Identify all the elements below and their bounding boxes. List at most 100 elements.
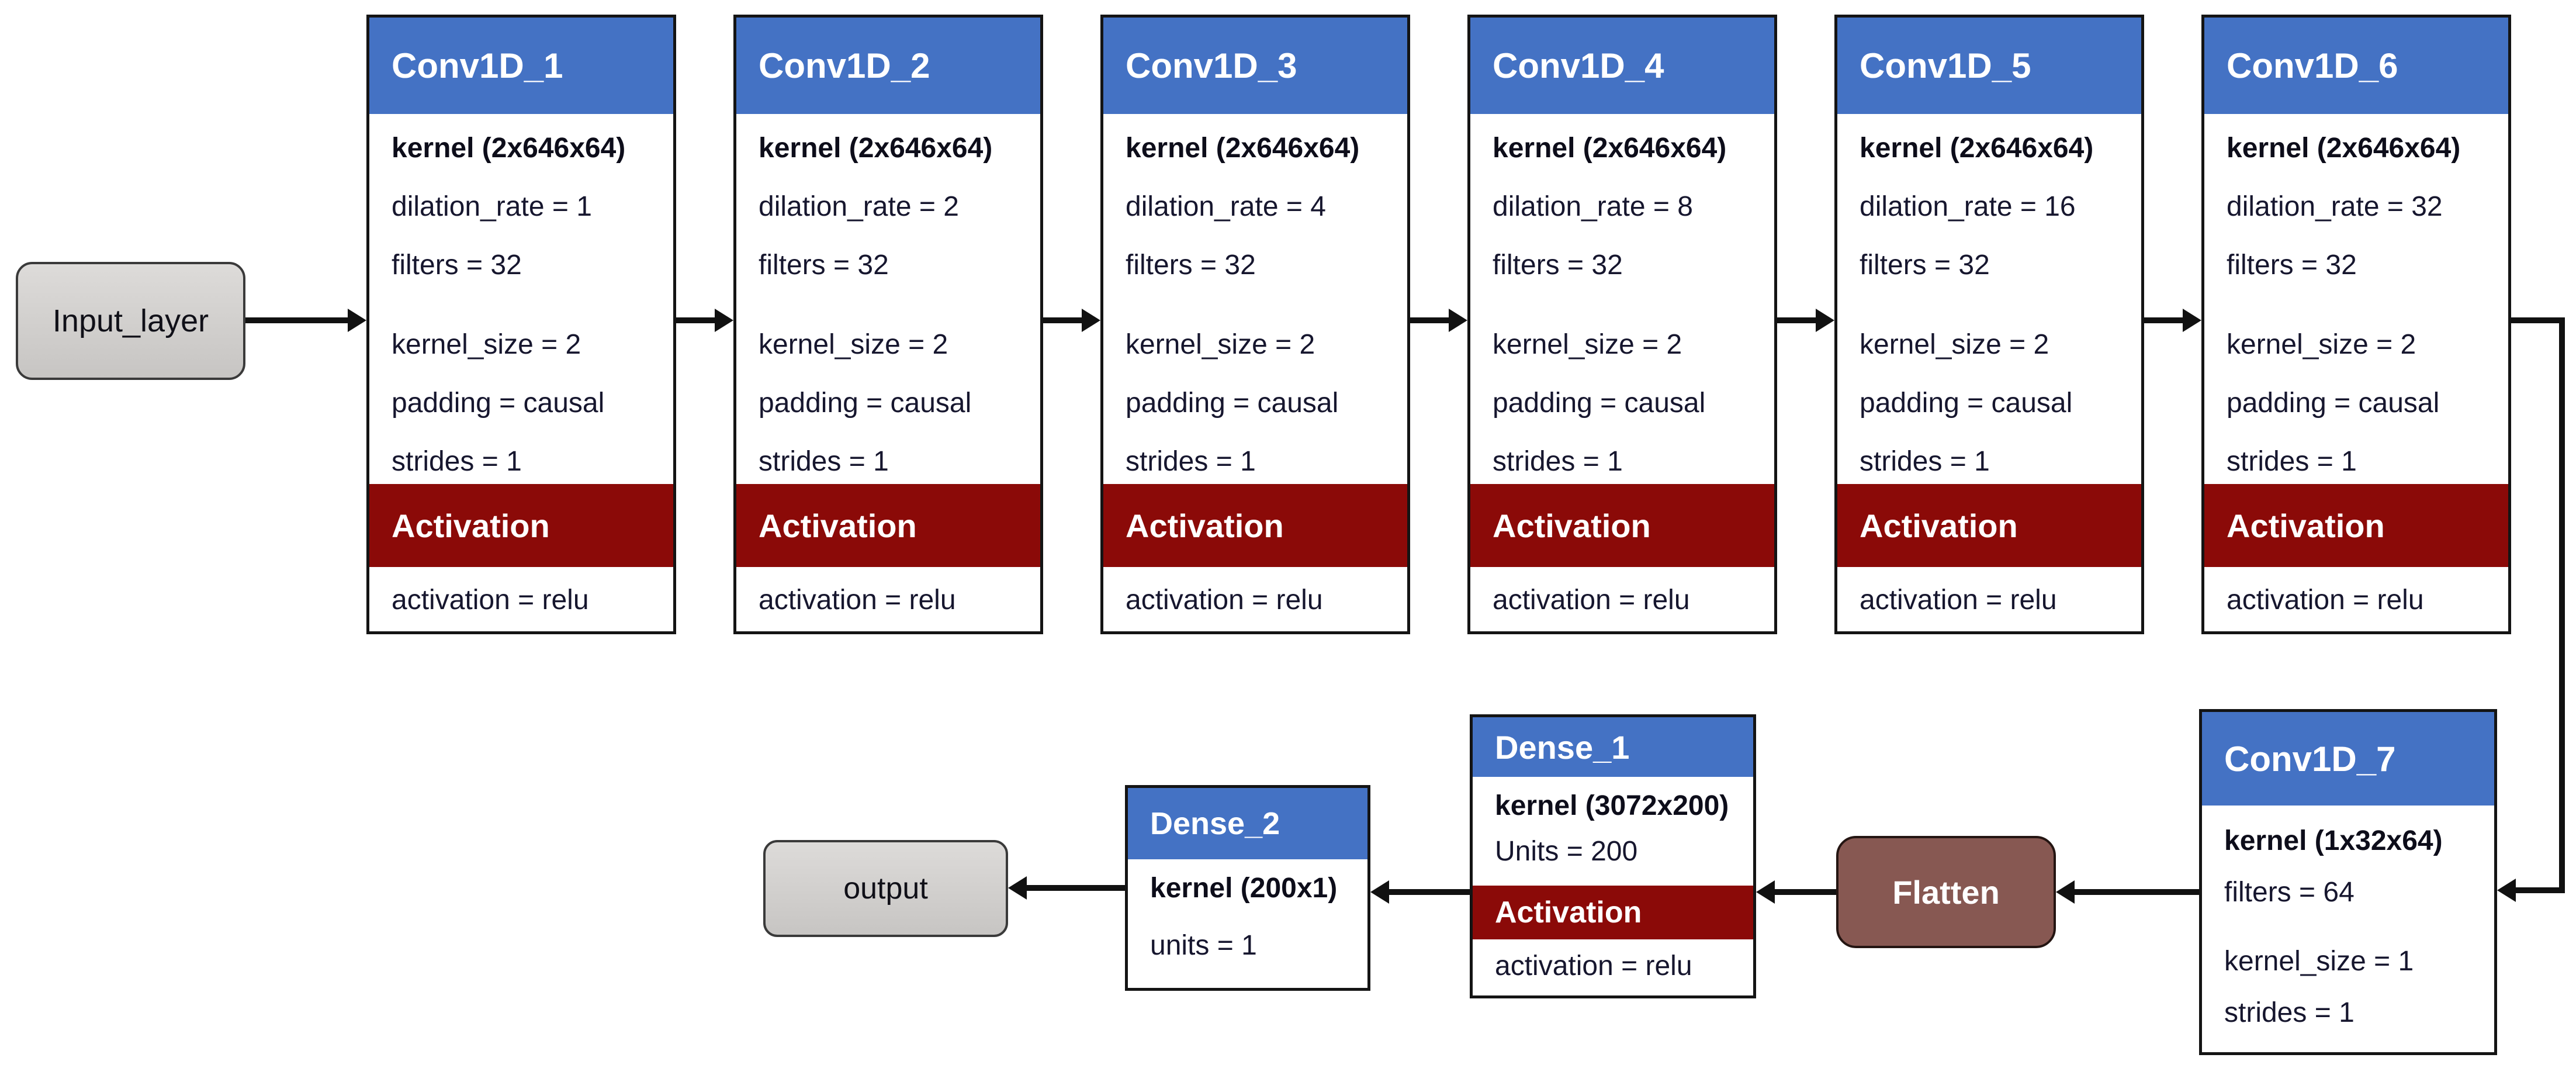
arrow-conv1-to-conv2	[676, 317, 715, 323]
conv1d-1-params: kernel (2x646x64) dilation_rate = 1 filt…	[369, 119, 673, 490]
conv1d-7-box: Conv1D_7 kernel (1x32x64) filters = 64 k…	[2199, 709, 2497, 1055]
arrow-conv3-to-conv4	[1410, 317, 1449, 323]
arrow-into-conv7	[2516, 887, 2565, 893]
activation-header: Activation	[1473, 886, 1753, 939]
dilation-rate: dilation_rate = 8	[1493, 191, 1693, 222]
arrow-conv7-to-flatten	[2075, 889, 2199, 895]
strides: strides = 1	[1126, 445, 1256, 477]
strides: strides = 1	[1860, 445, 1990, 477]
kernel-size: kernel_size = 1	[2224, 945, 2414, 977]
strides: strides = 1	[2227, 445, 2357, 477]
conv1d-3-box: Conv1D_3 kernel (2x646x64) dilation_rate…	[1100, 15, 1410, 634]
dense-2-params: kernel (200x1) units = 1	[1128, 864, 1367, 969]
activation-header: Activation	[1103, 484, 1407, 567]
input-layer-label: Input_layer	[52, 303, 209, 338]
kernel-size: kernel_size = 2	[759, 329, 948, 360]
strides: strides = 1	[392, 445, 522, 477]
activation-value: activation = relu	[392, 584, 589, 616]
dilation-rate: dilation_rate = 4	[1126, 191, 1326, 222]
kernel-size: kernel_size = 2	[1860, 329, 2049, 360]
dense-1-box: Dense_1 kernel (3072x200) Units = 200 Ac…	[1470, 714, 1756, 998]
arrow-input-to-conv1	[245, 317, 348, 323]
conv1d-2-params: kernel (2x646x64) dilation_rate = 2 filt…	[736, 119, 1040, 490]
conv1d-1-box: Conv1D_1 kernel (2x646x64) dilation_rate…	[366, 15, 676, 634]
dense-2-box: Dense_2 kernel (200x1) units = 1	[1125, 785, 1370, 991]
dilation-rate: dilation_rate = 2	[759, 191, 959, 222]
conv1d-1-title: Conv1D_1	[369, 18, 673, 114]
padding: padding = causal	[759, 387, 972, 419]
filters: filters = 32	[1493, 249, 1623, 281]
conv1d-2-title: Conv1D_2	[736, 18, 1040, 114]
dense-2-title: Dense_2	[1128, 788, 1367, 859]
conv1d-7-title: Conv1D_7	[2202, 712, 2494, 806]
dilation-rate: dilation_rate = 32	[2227, 191, 2443, 222]
conv1d-3-title: Conv1D_3	[1103, 18, 1407, 114]
filters: filters = 64	[2224, 876, 2355, 908]
activation-header: Activation	[736, 484, 1040, 567]
connector-conv6-exit	[2511, 317, 2565, 323]
conv1d-5-title: Conv1D_5	[1837, 18, 2141, 114]
arrow-conv5-to-conv6	[2144, 317, 2183, 323]
filters: filters = 32	[1126, 249, 1256, 281]
activation-value: activation = relu	[1126, 584, 1323, 616]
conv1d-7-params: kernel (1x32x64) filters = 64 kernel_siz…	[2202, 815, 2494, 1038]
dilation-rate: dilation_rate = 1	[392, 191, 592, 222]
output-node: output	[763, 840, 1008, 937]
strides: strides = 1	[2224, 997, 2355, 1028]
activation-value: activation = relu	[1493, 584, 1690, 616]
padding: padding = causal	[1493, 387, 1706, 419]
conv1d-4-box: Conv1D_4 kernel (2x646x64) dilation_rate…	[1467, 15, 1777, 634]
kernel-shape: kernel (2x646x64)	[2227, 132, 2461, 164]
conv1d-6-title: Conv1D_6	[2204, 18, 2508, 114]
filters: filters = 32	[392, 249, 522, 281]
filters: filters = 32	[1860, 249, 1990, 281]
kernel-shape: kernel (200x1)	[1150, 872, 1338, 904]
strides: strides = 1	[1493, 445, 1623, 477]
activation-header: Activation	[1470, 484, 1774, 567]
activation-value: activation = relu	[1495, 950, 1692, 981]
strides: strides = 1	[759, 445, 889, 477]
dilation-rate: dilation_rate = 16	[1860, 191, 2076, 222]
units: Units = 200	[1495, 835, 1638, 867]
conv1d-3-params: kernel (2x646x64) dilation_rate = 4 filt…	[1103, 119, 1407, 490]
filters: filters = 32	[2227, 249, 2357, 281]
kernel-shape: kernel (2x646x64)	[1860, 132, 2094, 164]
arrow-conv2-to-conv3	[1043, 317, 1082, 323]
arrow-flatten-to-dense1	[1775, 889, 1836, 895]
units: units = 1	[1150, 929, 1257, 961]
flatten-label: Flatten	[1892, 873, 2000, 911]
conv1d-5-params: kernel (2x646x64) dilation_rate = 16 fil…	[1837, 119, 2141, 490]
activation-value: activation = relu	[1860, 584, 2057, 616]
filters: filters = 32	[759, 249, 889, 281]
kernel-size: kernel_size = 2	[1493, 329, 1682, 360]
padding: padding = causal	[1126, 387, 1339, 419]
kernel-size: kernel_size = 2	[392, 329, 581, 360]
dense-1-params: kernel (3072x200) Units = 200	[1473, 783, 1753, 874]
output-label: output	[843, 872, 928, 905]
flatten-node: Flatten	[1836, 836, 2056, 948]
padding: padding = causal	[2227, 387, 2440, 419]
activation-value: activation = relu	[759, 584, 956, 616]
connector-down-right	[2559, 317, 2565, 893]
conv1d-6-box: Conv1D_6 kernel (2x646x64) dilation_rate…	[2201, 15, 2511, 634]
input-layer-node: Input_layer	[16, 262, 245, 380]
kernel-shape: kernel (2x646x64)	[392, 132, 626, 164]
padding: padding = causal	[392, 387, 605, 419]
kernel-size: kernel_size = 2	[1126, 329, 1315, 360]
kernel-size: kernel_size = 2	[2227, 329, 2416, 360]
kernel-shape: kernel (2x646x64)	[1126, 132, 1360, 164]
kernel-shape: kernel (3072x200)	[1495, 790, 1729, 821]
activation-header: Activation	[2204, 484, 2508, 567]
activation-header: Activation	[369, 484, 673, 567]
conv1d-4-title: Conv1D_4	[1470, 18, 1774, 114]
conv1d-4-params: kernel (2x646x64) dilation_rate = 8 filt…	[1470, 119, 1774, 490]
conv1d-2-box: Conv1D_2 kernel (2x646x64) dilation_rate…	[733, 15, 1043, 634]
activation-value: activation = relu	[2227, 584, 2424, 616]
padding: padding = causal	[1860, 387, 2073, 419]
kernel-shape: kernel (2x646x64)	[1493, 132, 1727, 164]
arrow-conv4-to-conv5	[1777, 317, 1816, 323]
arrow-dense1-to-dense2	[1389, 889, 1470, 895]
kernel-shape: kernel (1x32x64)	[2224, 825, 2443, 856]
conv1d-6-params: kernel (2x646x64) dilation_rate = 32 fil…	[2204, 119, 2508, 490]
